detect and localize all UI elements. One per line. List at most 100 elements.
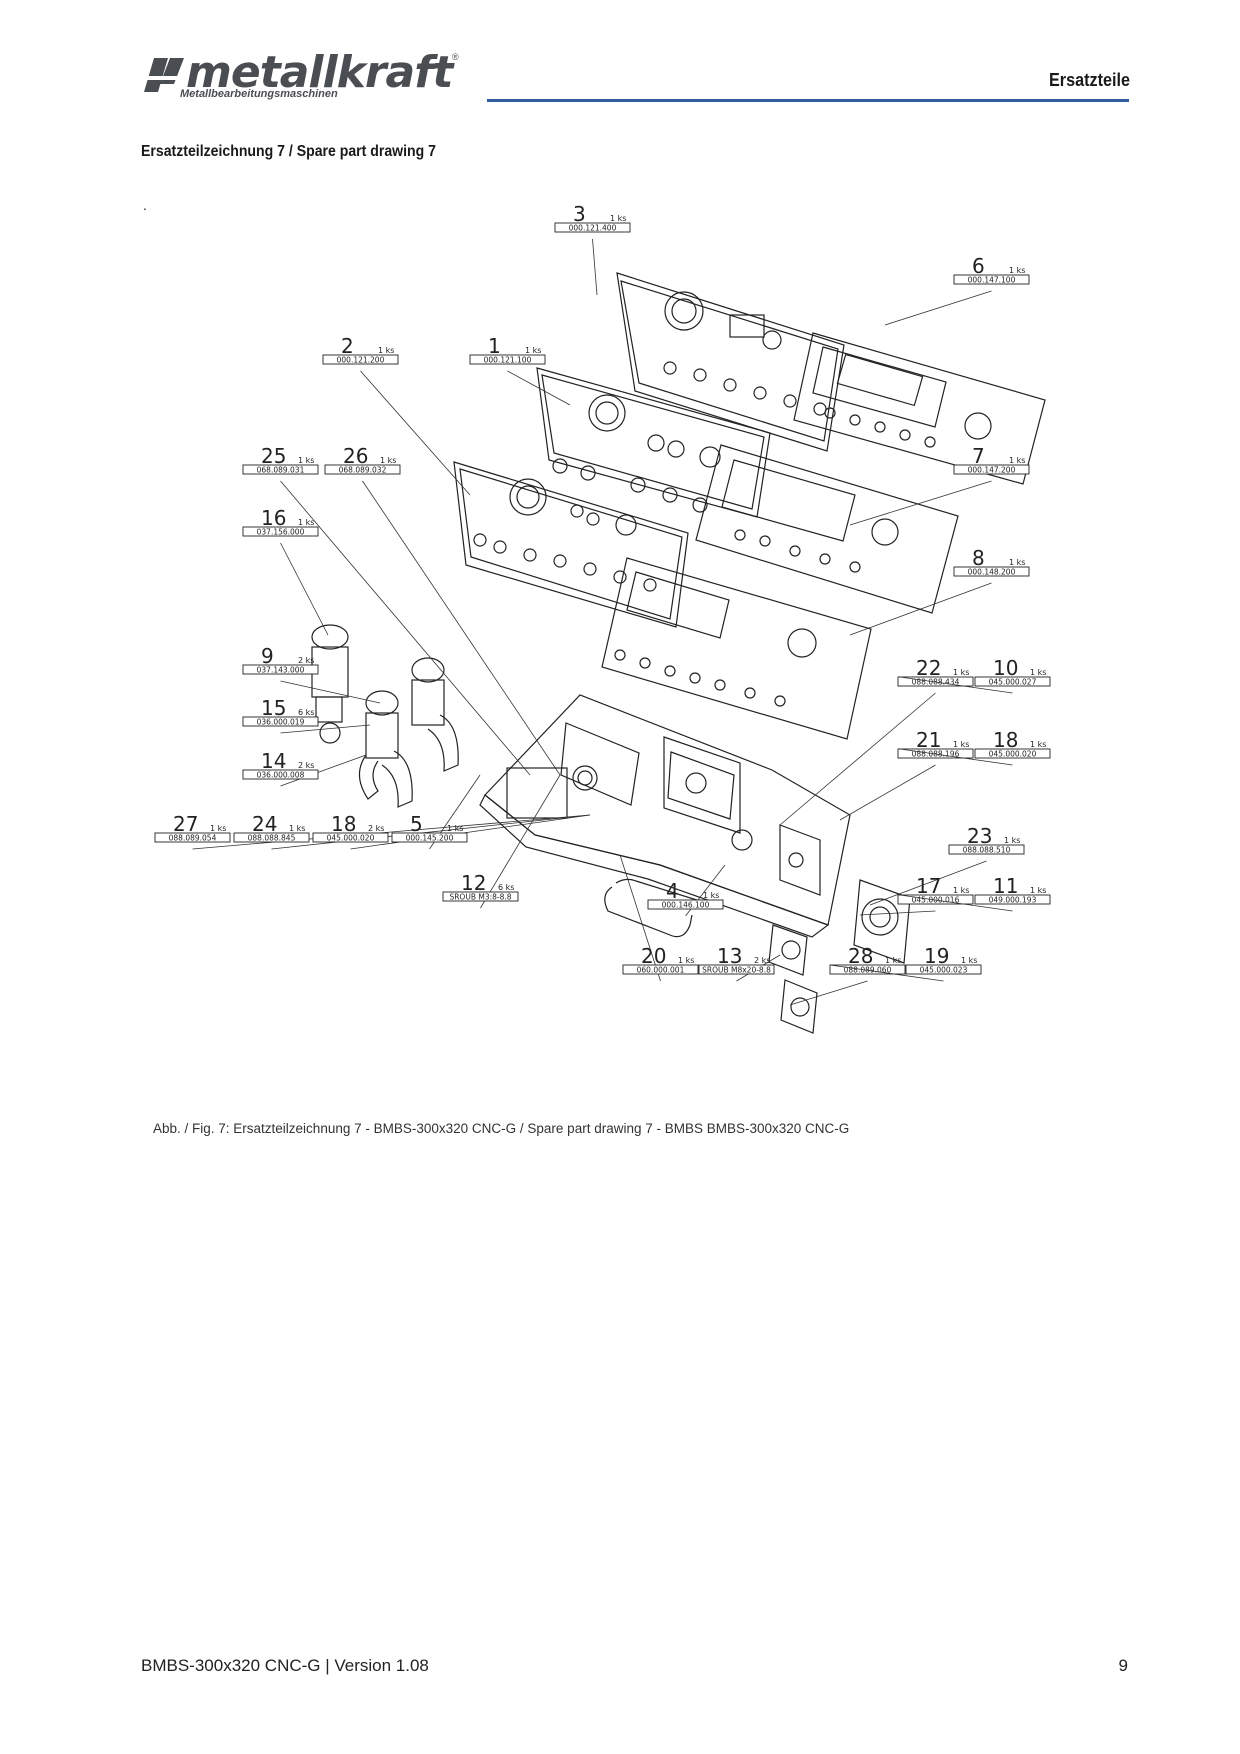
part-code: 049.000.193 bbox=[989, 896, 1037, 905]
section-title: Ersatzteile bbox=[1048, 70, 1130, 90]
part-number: 2 bbox=[341, 334, 354, 358]
part-code: 000.147.100 bbox=[968, 276, 1016, 285]
part-quantity: 1 ks bbox=[1030, 740, 1046, 749]
part-code-box bbox=[442, 891, 519, 902]
part-quantity: 1 ks bbox=[961, 956, 977, 965]
leader-line bbox=[271, 814, 591, 850]
part-number: 19 bbox=[924, 944, 949, 968]
part-quantity: 2 ks bbox=[298, 761, 314, 770]
part-code-box bbox=[829, 964, 906, 975]
part-quantity: 1 ks bbox=[447, 824, 463, 833]
part-number: 3 bbox=[573, 202, 586, 226]
part-code-box bbox=[242, 769, 319, 780]
part-code: SROUB M3:8-8.8 bbox=[449, 893, 511, 902]
part-code: 000.146.100 bbox=[662, 901, 710, 910]
leader-line bbox=[280, 754, 367, 787]
part-code: 088.088.510 bbox=[963, 846, 1011, 855]
part-quantity: 1 ks bbox=[885, 956, 901, 965]
part-number: 9 bbox=[261, 644, 274, 668]
part-number: 15 bbox=[261, 696, 286, 720]
part-number: 6 bbox=[972, 254, 985, 278]
part-code-box bbox=[242, 716, 319, 727]
part-code-box bbox=[948, 844, 1025, 855]
part-number: 28 bbox=[848, 944, 873, 968]
part-quantity: 1 ks bbox=[378, 346, 394, 355]
leader-line bbox=[899, 676, 1013, 694]
part-code: 000.121.400 bbox=[569, 224, 617, 233]
leader-line bbox=[480, 774, 561, 909]
part-quantity: 1 ks bbox=[1030, 886, 1046, 895]
leader-line bbox=[350, 814, 591, 850]
page-number: 9 bbox=[1118, 1656, 1128, 1675]
part-code: 037.143.000 bbox=[257, 666, 305, 675]
part-number: 5 bbox=[410, 812, 423, 836]
part-code-box bbox=[905, 964, 982, 975]
part-code: 045.000.020 bbox=[989, 750, 1037, 759]
part-number: 4 bbox=[666, 879, 679, 903]
leader-line bbox=[789, 980, 868, 1006]
part-number: 18 bbox=[993, 728, 1018, 752]
part-quantity: 1 ks bbox=[610, 214, 626, 223]
part-number: 21 bbox=[916, 728, 941, 752]
part-code: 088.088.845 bbox=[248, 834, 296, 843]
part-quantity: 1 ks bbox=[380, 456, 396, 465]
part-quantity: 1 ks bbox=[298, 518, 314, 527]
part-code-box bbox=[242, 664, 319, 675]
part-code-box bbox=[312, 832, 389, 843]
part-quantity: 1 ks bbox=[1009, 456, 1025, 465]
part-number: 7 bbox=[972, 444, 985, 468]
part-number: 18 bbox=[331, 812, 356, 836]
part-quantity: 1 ks bbox=[1009, 266, 1025, 275]
part-number: 27 bbox=[173, 812, 198, 836]
leader-line bbox=[829, 964, 944, 982]
part-quantity: 1 ks bbox=[1004, 836, 1020, 845]
leader-line bbox=[507, 370, 571, 406]
part-quantity: 1 ks bbox=[1009, 558, 1025, 567]
stray-dot: . bbox=[143, 197, 147, 213]
part-code-box bbox=[897, 748, 974, 759]
part-quantity: 1 ks bbox=[289, 824, 305, 833]
part-number: 26 bbox=[343, 444, 368, 468]
part-code-box bbox=[242, 526, 319, 537]
leader-line bbox=[192, 814, 591, 850]
part-code: SROUB M8x20-8.8 bbox=[702, 966, 771, 975]
leader-line bbox=[280, 680, 381, 704]
leader-line bbox=[869, 860, 987, 906]
part-code-box bbox=[897, 894, 974, 905]
part-quantity: 6 ks bbox=[298, 708, 314, 717]
header-rule bbox=[487, 99, 1129, 102]
part-code-box bbox=[647, 899, 724, 910]
part-code-box bbox=[698, 964, 775, 975]
registered-mark: ® bbox=[452, 52, 459, 62]
part-code: 036.000.019 bbox=[257, 718, 305, 727]
part-number: 23 bbox=[967, 824, 992, 848]
part-quantity: 1 ks bbox=[298, 456, 314, 465]
leader-line bbox=[280, 542, 329, 636]
part-code: 000.145.200 bbox=[406, 834, 454, 843]
leader-line bbox=[619, 854, 661, 982]
leader-line bbox=[849, 480, 992, 526]
leader-line bbox=[592, 238, 598, 296]
part-code-box bbox=[953, 464, 1030, 475]
logo-mark-icon bbox=[140, 58, 184, 92]
part-code-box bbox=[974, 894, 1051, 905]
part-quantity: 1 ks bbox=[678, 956, 694, 965]
part-number: 1 bbox=[488, 334, 501, 358]
part-quantity: 1 ks bbox=[1030, 668, 1046, 677]
